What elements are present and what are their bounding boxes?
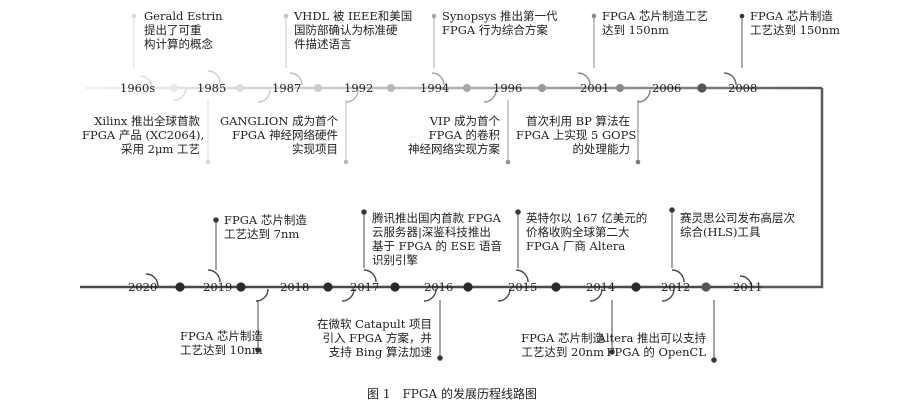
event-ganglion: GANGLION 成为首个 FPGA 神经网络硬件 实现项目 — [220, 114, 339, 156]
event-fpga-7nm: FPGA 芯片制造 工艺达到 7nm — [224, 213, 307, 241]
event-intel-altera: 英特尔以 167 亿美元的 价格收购全球第二大 FPGA 厂商 Altera — [526, 211, 648, 253]
year-label-2014: 2014 — [586, 280, 615, 294]
year-label-1985: 1985 — [197, 81, 226, 95]
event-xilinx-xc2064: Xilinx 推出全球首款 FPGA 产品 (XC2064), 采用 2μm 工… — [82, 114, 205, 156]
event-fpga-150nm-b: FPGA 芯片制造 工艺达到 150nm — [750, 9, 840, 37]
year-label-2018: 2018 — [280, 280, 309, 294]
year-label-1996: 1996 — [493, 81, 522, 95]
year-label-1960s: 1960s — [120, 81, 155, 95]
event-estrin: Gerald Estrin 提出了可重 构计算的概念 — [144, 9, 223, 51]
timeline-connector — [760, 88, 824, 289]
event-vhdl: VHDL 被 IEEE和美国 国防部确认为标准硬 件描述语言 — [294, 9, 413, 51]
year-label-1994: 1994 — [420, 81, 449, 95]
figure-caption: 图 1 FPGA 的发展历程线路图 — [367, 387, 537, 401]
event-fpga-10nm: FPGA 芯片制造 工艺达到 10nm — [180, 329, 263, 357]
top-dots — [170, 83, 707, 93]
year-label-1987: 1987 — [272, 81, 301, 95]
bottom-leaders — [213, 207, 717, 363]
event-fpga-150nm-a: FPGA 芯片制造工艺 达到 150nm — [602, 9, 708, 37]
event-bp-algorithm: 首次利用 BP 算法在 FPGA 上实现 5 GOPS 的处理能力 — [516, 114, 637, 156]
event-synopsys: Synopsys 推出第一代 FPGA 行为综合方案 — [442, 9, 558, 37]
year-label-2015: 2015 — [508, 280, 537, 294]
year-label-2016: 2016 — [424, 280, 453, 294]
top-leaders — [131, 13, 745, 165]
year-label-2006: 2006 — [652, 81, 681, 95]
year-label-2001: 2001 — [580, 81, 609, 95]
event-catapult: 在微软 Catapult 项目 引入 FPGA 方案，并 支持 Bing 算法加… — [316, 317, 432, 359]
year-label-2019: 2019 — [203, 280, 232, 294]
event-tencent: 腾讯推出国内首款 FPGA 云服务器|深鉴科技推出 基于 FPGA 的 ESE … — [372, 211, 502, 267]
event-fpga-20nm: FPGA 芯片制造 工艺达到 20nm — [521, 331, 604, 359]
year-label-2020: 2020 — [128, 280, 157, 294]
year-label-2008: 2008 — [728, 81, 757, 95]
event-vip: VIP 成为首个 FPGA 的卷积 神经网络实现方案 — [408, 114, 500, 156]
year-label-1992: 1992 — [344, 81, 373, 95]
bottom-dots — [175, 282, 711, 292]
year-label-2017: 2017 — [350, 280, 379, 294]
year-label-2011: 2011 — [733, 280, 762, 294]
year-label-2012: 2012 — [661, 280, 690, 294]
event-xilinx-hls: 赛灵思公司发布高层次 综合(HLS)工具 — [680, 211, 795, 239]
event-altera-opencl: Altera 推出可以支持 FPGA 的 OpenCL — [597, 331, 706, 359]
